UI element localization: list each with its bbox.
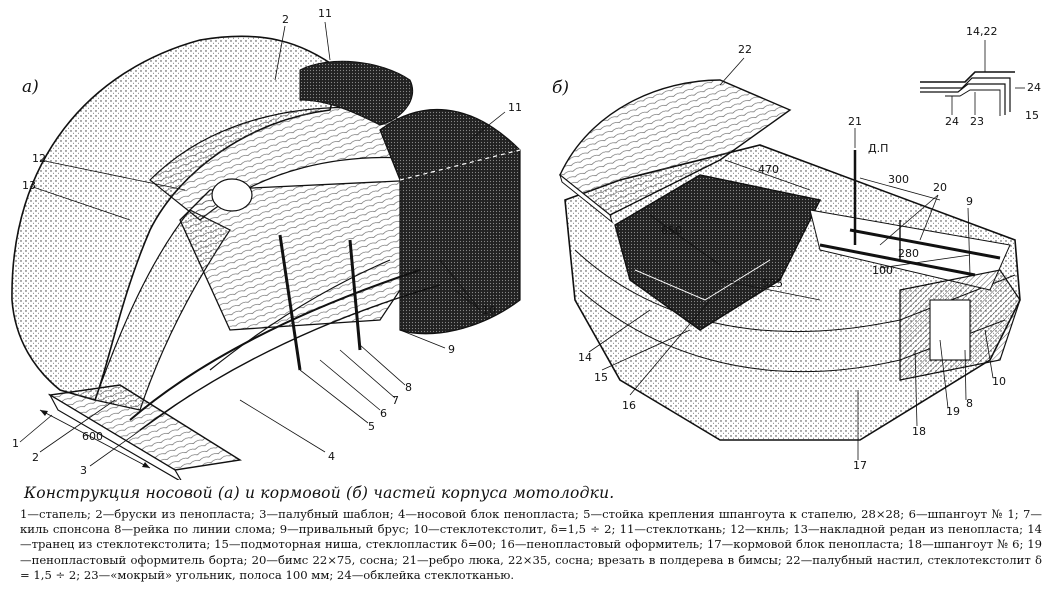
panel-a-label: а) bbox=[22, 77, 39, 97]
detail-inset bbox=[920, 40, 1025, 116]
callout-number: 21 bbox=[848, 115, 862, 128]
callout-number: 1 bbox=[12, 437, 19, 450]
callout-number: 4 bbox=[328, 450, 335, 463]
callout-number: 7 bbox=[392, 394, 399, 407]
caption-legend: 1—стапель; 2—бруски из пенопласта; 3—пал… bbox=[20, 507, 1042, 582]
detail-callout: 15 bbox=[1025, 109, 1039, 122]
caption-title: Конструкция носовой (а) и кормовой (б) ч… bbox=[24, 484, 615, 502]
dimension-label: 650 bbox=[661, 224, 682, 237]
callout-number: 15 bbox=[594, 371, 608, 384]
boat-hull-illustration bbox=[11, 21, 1025, 480]
callout-number: 22 bbox=[738, 43, 752, 56]
panel-b-drawing bbox=[559, 40, 1025, 460]
detail-callout: 24 bbox=[1027, 81, 1041, 94]
callout-number: 20 bbox=[933, 181, 947, 194]
detail-callout: 14,22 bbox=[966, 25, 998, 38]
dimension-label: 525 bbox=[762, 277, 783, 290]
callout-number: 2 bbox=[32, 451, 39, 464]
callout-number: 6 bbox=[380, 407, 387, 420]
panel-a-drawing bbox=[11, 21, 521, 480]
detail-callout: 23 bbox=[970, 115, 984, 128]
dimension-label: 600 bbox=[82, 430, 103, 443]
dimension-label: 100 bbox=[872, 264, 893, 277]
panel-b-label: б) bbox=[552, 78, 570, 98]
callout-number: 5 bbox=[368, 420, 375, 433]
dimension-label: 470 bbox=[758, 163, 779, 176]
callout-number: 8 bbox=[966, 397, 973, 410]
callout-number: 9 bbox=[966, 195, 973, 208]
callout-number: 8 bbox=[405, 381, 412, 394]
callout-number: 18 bbox=[912, 425, 926, 438]
callout-number: 11 bbox=[508, 101, 522, 114]
callout-number: 19 bbox=[946, 405, 960, 418]
callout-number: 9 bbox=[448, 343, 455, 356]
figure-caption: Конструкция носовой (а) и кормовой (б) ч… bbox=[20, 484, 1042, 583]
callout-number: 13 bbox=[22, 179, 36, 192]
callout-number: 10 bbox=[482, 304, 496, 317]
detail-callout: 24 bbox=[945, 115, 959, 128]
callout-number: 3 bbox=[80, 464, 87, 477]
dimension-label: Д.П bbox=[868, 142, 889, 155]
callout-number: 17 bbox=[853, 459, 867, 472]
dimension-label: 300 bbox=[888, 173, 909, 186]
callout-number: 16 bbox=[622, 399, 636, 412]
callout-number: 14 bbox=[578, 351, 592, 364]
callout-number: 2 bbox=[282, 13, 289, 26]
dimension-label: 280 bbox=[898, 247, 919, 260]
callout-number: 10 bbox=[992, 375, 1006, 388]
callout-number: 11 bbox=[318, 7, 332, 20]
callout-number: 12 bbox=[32, 152, 46, 165]
